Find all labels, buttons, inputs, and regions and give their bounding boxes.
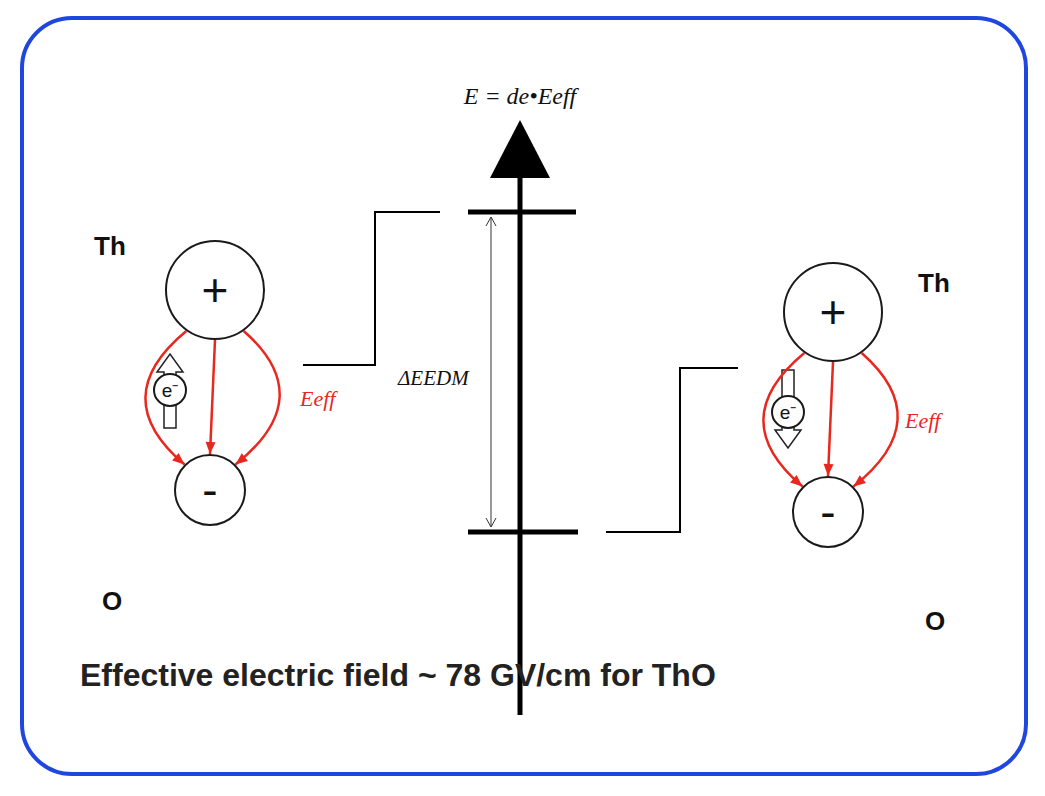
charge-label: -	[820, 489, 835, 535]
axis-arrowhead	[490, 120, 550, 178]
field-arrow	[828, 362, 833, 476]
charge-label: -	[202, 467, 217, 513]
atom-label: O	[102, 588, 122, 614]
field-arrow	[763, 353, 804, 487]
energy-axis	[518, 175, 523, 715]
axis-label: E = de•Eeff	[464, 84, 577, 108]
charge-label: +	[202, 267, 229, 313]
atom-label: Th	[918, 270, 950, 296]
molecule-ellipse: ThO+e⁻-	[744, 265, 908, 569]
atom-label: Th	[94, 233, 126, 259]
field-arrow	[235, 331, 279, 465]
field-label: Eeff	[905, 410, 940, 432]
delta-arrow	[491, 217, 492, 527]
level-leader	[606, 368, 738, 532]
field-arrow	[145, 331, 186, 465]
energy-level	[468, 530, 578, 535]
charge-circle: e⁻	[153, 373, 187, 407]
charge-label: e⁻	[162, 381, 179, 400]
charge-label: e⁻	[780, 403, 797, 422]
delta-label: ΔEEDM	[398, 368, 469, 389]
field-label: Eeff	[300, 388, 335, 410]
field-arrow	[210, 340, 215, 454]
field-arrow	[853, 353, 897, 487]
caption: Effective electric field ~ 78 GV/cm for …	[80, 655, 800, 695]
charge-circle: -	[792, 476, 864, 548]
charge-circle: e⁻	[771, 395, 805, 429]
charge-circle: +	[165, 240, 265, 340]
energy-level	[468, 210, 576, 215]
molecule-ellipse: ThO+e⁻-	[126, 243, 290, 547]
charge-circle: -	[174, 454, 246, 526]
level-leader	[303, 212, 440, 365]
frame	[22, 18, 1026, 774]
charge-circle: +	[783, 262, 883, 362]
atom-label: O	[925, 608, 945, 634]
charge-label: +	[820, 289, 847, 335]
